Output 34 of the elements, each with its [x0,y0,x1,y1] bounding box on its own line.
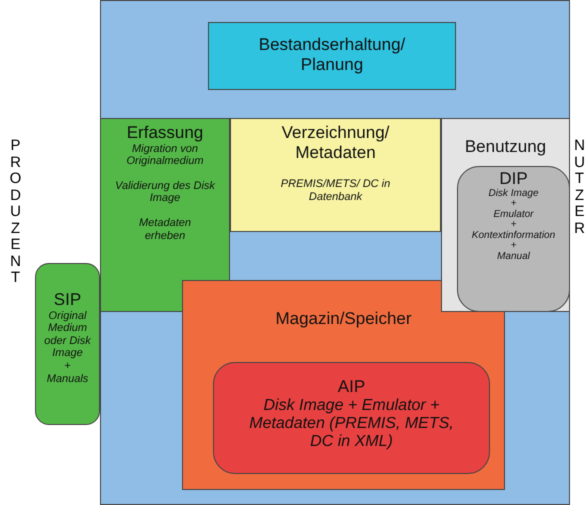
box-title: Verzeichnung/ Metadaten [280,123,390,162]
process-box [230,118,441,232]
box-text: + [510,241,516,252]
box-text: Emulator [493,210,534,220]
process-box [100,118,230,312]
vertical-label: PRODUZENT [8,138,22,286]
box-text: Original Medium oder Disk Image [43,310,92,360]
box-title: Benutzung [464,137,546,157]
box-text: Manuals [46,372,88,386]
box-title: SIP [54,290,82,310]
process-box [208,22,456,90]
box-title: Magazin/Speicher [275,309,412,329]
box-text: Validierung des Disk Image [115,180,215,206]
box-text: + [510,199,516,210]
box-title: Bestandserhaltung/ Planung [258,35,406,74]
package-box [457,166,570,312]
storage-box [182,280,505,490]
box-text: Disk Image + Emulator + Metadaten (PREMIS, METS, DC in XML) [248,396,455,452]
box-text: Kontextinformation [472,230,556,242]
box-text: Manual [497,252,530,262]
box-text: PREMIS/METS/ DC in Datenbank [280,178,392,204]
outer-area [100,0,570,505]
box-text: Metadaten erheben [138,217,192,242]
box-text: Disk Image [488,188,538,200]
box-title: Erfassung [126,123,204,143]
box-title: DIP [499,169,528,188]
vertical-label: NUTZER [573,138,586,237]
package-box [35,263,100,425]
box-text: Migration von Originalmedium [125,142,205,168]
box-title: AIP [338,377,366,397]
box-text: + [64,360,71,373]
process-box [441,118,570,312]
box-text: + [510,220,516,230]
package-box [213,362,490,474]
